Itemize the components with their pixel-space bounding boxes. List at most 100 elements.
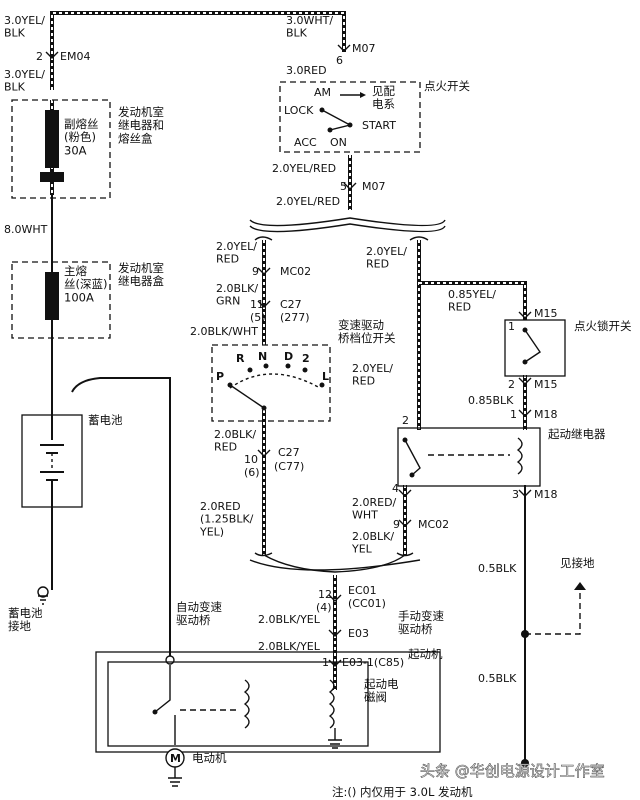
label-c27-top-alt: (277) (280, 311, 310, 324)
svg-text:起动机: 起动机 (408, 647, 443, 661)
label-m07-mid: M07 (362, 180, 386, 193)
label-gear-p: P (216, 370, 224, 383)
label-ign-lock-switch: 点火锁开关 (574, 319, 632, 333)
svg-text:(4): (4) (316, 601, 332, 614)
label-e03: E03 (348, 627, 369, 640)
svg-text:0.5BLK: 0.5BLK (478, 562, 517, 575)
label-yel-red-085-line: RED (448, 301, 471, 314)
label-see-ground: 见接地 (560, 556, 595, 570)
label-mid-yel-red-line: RED (352, 375, 375, 388)
label-left-yel-red: 2.0YEL/RED (216, 240, 257, 266)
svg-text:(6): (6) (244, 466, 260, 479)
label-m15-top-pin: 1 (508, 320, 515, 333)
label-pin-4: 4 (392, 482, 399, 495)
label-ignition-switch: 点火开关 (424, 79, 470, 93)
svg-text:C27: C27 (278, 446, 300, 459)
battery-ground-wire (37, 505, 53, 605)
svg-text:6: 6 (336, 54, 343, 67)
label-ec01-pin: 12 (318, 588, 332, 601)
label-m18-top-pin: 1 (510, 408, 517, 421)
label-c27-bot-pin: 10 (244, 453, 258, 466)
svg-text:(CC01): (CC01) (348, 597, 386, 610)
svg-text:2.0BLK/YEL: 2.0BLK/YEL (351, 530, 394, 556)
label-blk-05b: 0.5BLK (478, 672, 517, 685)
label-top-left-yel-blk2-line: BLK (4, 81, 26, 94)
svg-text:2.0YEL/RED: 2.0YEL/RED (216, 240, 257, 266)
svg-text:9: 9 (252, 265, 259, 278)
svg-text:M07: M07 (362, 180, 386, 193)
label-red-125-line: 2.0RED (200, 500, 241, 513)
label-motor-symbol: M (170, 752, 181, 765)
label-sub-fuse-line: (粉色) (64, 130, 96, 144)
label-on: ON (330, 136, 347, 149)
svg-text:2.0BLK/GRN: 2.0BLK/GRN (216, 282, 258, 308)
label-blk-grn-line: 2.0BLK/ (216, 282, 258, 295)
label-left-yel-red-line: RED (216, 253, 239, 266)
svg-text:1: 1 (510, 408, 517, 421)
label-engine-relay-box: 发动机室继电器盒 (118, 261, 164, 288)
svg-text:3.0YEL/BLK: 3.0YEL/BLK (4, 68, 45, 94)
label-acc: ACC (294, 136, 317, 149)
svg-text:主熔丝(深蓝)100A: 主熔丝(深蓝)100A (64, 264, 107, 304)
label-am: AM (314, 86, 331, 99)
svg-text:10: 10 (244, 453, 258, 466)
label-battery: 蓄电池 (88, 413, 123, 427)
label-right-yel-red-line: 2.0YEL/ (366, 245, 407, 258)
wire-labels: 3.0YEL/BLK EM04 2 3.0YEL/BLK 3.0WHT/BLK … (4, 14, 558, 685)
label-main-fuse: 主熔丝(深蓝)100A (64, 264, 107, 304)
label-battery-ground: 蓄电池接地 (8, 606, 43, 633)
label-top-left-yel-blk: 3.0YEL/BLK (4, 14, 45, 40)
label-ec01-alt: (CC01) (348, 597, 386, 610)
label-red-125: 2.0RED(1.25BLK/YEL) (199, 500, 254, 538)
label-range-switch: 变速驱动桥档位开关 (338, 318, 396, 345)
svg-text:M: M (170, 752, 181, 765)
label-c27-bot-pin-alt: (6) (244, 466, 260, 479)
label-starter: 起动机 (408, 647, 443, 661)
svg-text:(277): (277) (280, 311, 310, 324)
label-blk-yel-b: 2.0BLK/YEL (258, 613, 321, 626)
label-blk-yel-a: 2.0BLK/YEL (351, 530, 394, 556)
svg-text:ACC: ACC (294, 136, 317, 149)
label-top-wht-blk-line: BLK (286, 27, 308, 40)
svg-text:点火开关: 点火开关 (424, 79, 470, 93)
svg-text:AM: AM (314, 86, 331, 99)
label-main-fuse-line: 丝(深蓝) (64, 277, 107, 291)
svg-text:副熔丝(粉色)30A: 副熔丝(粉色)30A (64, 117, 99, 157)
svg-text:N: N (258, 350, 267, 363)
svg-text:2.0YEL/RED: 2.0YEL/RED (272, 162, 336, 175)
label-m07-pin: 6 (336, 54, 343, 67)
svg-text:MC02: MC02 (418, 518, 449, 531)
svg-text:M15: M15 (534, 307, 558, 320)
label-red-wht: 2.0RED/WHT (352, 496, 397, 522)
svg-text:3: 3 (512, 488, 519, 501)
battery-symbol (21, 414, 83, 508)
label-red-125-line: YEL) (199, 525, 224, 538)
footnote: 注:() 内仅用于 3.0L 发动机 (332, 785, 473, 799)
label-m18-bot: M18 (534, 488, 558, 501)
label-yel-red-085: 0.85YEL/RED (448, 288, 496, 314)
svg-text:EC01: EC01 (348, 584, 377, 597)
label-motor: 电动机 (192, 751, 227, 765)
label-manual-transaxle: 手动变速驱动桥 (398, 609, 444, 636)
label-engine-relay-fuse-box: 发动机室继电器和熔丝盒 (118, 105, 164, 145)
label-starter-solenoid-line: 起动电 (364, 677, 399, 691)
starter-relay (397, 427, 541, 487)
label-engine-relay-fuse-box-line: 发动机室 (118, 105, 164, 119)
svg-text:M18: M18 (534, 408, 558, 421)
label-e03-1-pin: 1 (322, 656, 329, 669)
label-m18-top: M18 (534, 408, 558, 421)
label-gear-d: D (284, 350, 293, 363)
label-left-yel-red-line: 2.0YEL/ (216, 240, 257, 253)
svg-text:2.0BLK/YEL: 2.0BLK/YEL (258, 613, 321, 626)
label-engine-relay-box-line: 继电器盒 (118, 274, 164, 288)
label-ec01-pin-alt: (4) (316, 601, 332, 614)
svg-text:1: 1 (322, 656, 329, 669)
label-gear-l: L (322, 370, 329, 383)
svg-text:L: L (322, 370, 329, 383)
svg-text:START: START (362, 119, 396, 132)
svg-text:0.85YEL/RED: 0.85YEL/RED (448, 288, 496, 314)
svg-text:2: 2 (508, 378, 515, 391)
label-main-fuse-line: 主熔 (64, 264, 87, 278)
label-blk-red-line: RED (214, 441, 237, 454)
label-auto-transaxle-line: 驱动桥 (176, 613, 211, 627)
